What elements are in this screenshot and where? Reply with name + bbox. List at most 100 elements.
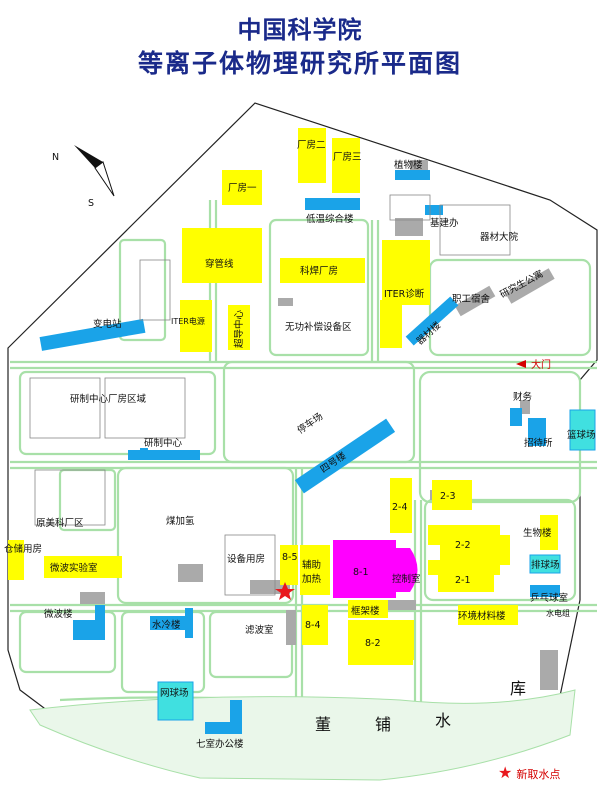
court-paiqiu: [529, 554, 561, 574]
water-point-star: [275, 582, 295, 600]
compass-south-label: S: [88, 198, 94, 209]
compass-needle-south: [94, 161, 115, 197]
bldg-iter-zhenduan-low: [380, 300, 402, 348]
label-8-1: 8-1: [353, 567, 369, 578]
bldg-chuanguan: [182, 228, 262, 283]
bldg-yanzhi-qu-blue: [140, 448, 148, 452]
bldg-kehan: [280, 258, 365, 283]
legend-label: 新取水点: [516, 768, 561, 781]
label-lvbo: 滤波室: [245, 624, 274, 636]
legend: ★ 新取水点: [498, 765, 560, 783]
label-wugong: 无功补偿设备区: [285, 321, 352, 333]
bldg-shuileng-2: [185, 608, 193, 638]
entrance-label: 大门: [531, 358, 551, 371]
bldg-kuangjia: [348, 600, 388, 618]
label-changfang3: 厂房三: [333, 151, 362, 163]
bldg-changfang1: [222, 170, 262, 205]
label-yuanmei: 原美科厂区: [36, 517, 84, 529]
label-yanzhi: 研制中心: [144, 437, 183, 449]
bldg-changfang2: [298, 128, 326, 183]
entrance-arrow: [516, 360, 526, 368]
map-title: 中国科学院 等离子体物理研究所平面图: [0, 14, 600, 82]
bldg-8-5: [280, 545, 298, 585]
label-weibo-shiyan: 微波实验室: [50, 562, 98, 574]
label-biandian: 变电站: [93, 318, 122, 330]
label-weibo-lou: 微波楼: [44, 608, 73, 620]
label-iter-dianyuan: ITER电源: [171, 316, 205, 326]
bldg-8-1: [333, 540, 396, 598]
outline-blocks: [29, 194, 511, 596]
label-shengwu: 生物楼: [523, 527, 552, 539]
label-qicai-dayuan: 器材大院: [480, 231, 519, 243]
label-zhigong: 职工宿舍: [452, 293, 491, 305]
label-fuzhu: 辅助: [302, 559, 321, 571]
bldg-qishi-2: [230, 700, 242, 734]
bldg-iter-zhenduan: [382, 240, 430, 305]
magenta-buildings: [333, 540, 418, 598]
label-2-3: 2-3: [440, 491, 456, 502]
bldg-cangchu: [8, 540, 24, 580]
label-2-1: 2-1: [455, 575, 471, 586]
label-diwen: 低温综合楼: [306, 213, 354, 225]
label-2-2: 2-2: [455, 540, 471, 551]
bldg-zhiwu: [395, 170, 430, 180]
label-qishi: 七室办公楼: [196, 738, 244, 750]
lake-char-1: 董: [315, 715, 331, 734]
label-lanqiu: 篮球场: [567, 429, 596, 441]
label-shuidian: 水电组: [546, 608, 570, 618]
label-changfang1: 厂房一: [228, 182, 257, 194]
label-zhaodai: 招待所: [524, 437, 553, 449]
label-changfang2: 厂房二: [297, 139, 326, 151]
label-iter-zhenduan: ITER诊断: [384, 288, 425, 300]
bldg-pingpang: [530, 585, 560, 597]
bldg-caiwu: [510, 408, 522, 426]
lake-label: 董 铺 水 库: [315, 679, 526, 734]
bldg-biandian: [39, 318, 146, 351]
label-8-5: 8-5: [282, 552, 298, 563]
label-zhiwu: 植物楼: [394, 159, 423, 171]
bldg-8-4: [302, 605, 328, 645]
title-line-1: 中国科学院: [237, 16, 363, 44]
bldg-qishi: [205, 722, 233, 734]
lake-area: [29, 689, 576, 781]
bldg-yanzhi: [128, 450, 200, 460]
compass-needle-north: [74, 145, 103, 168]
court-lanqiu: [569, 409, 596, 451]
label-shuileng: 水冷楼: [152, 619, 181, 631]
label-meijiaqing: 煤加氢: [166, 515, 195, 527]
label-shebei: 设备用房: [227, 553, 265, 565]
gray-structures: [80, 160, 558, 690]
label-chuanguan: 穿管线: [205, 258, 234, 270]
label-pingpang: 乒乓球室: [530, 592, 568, 604]
label-8-2: 8-2: [365, 638, 381, 649]
bldg-2-3: [432, 480, 472, 510]
bldg-changfang3: [332, 138, 360, 193]
bldg-2-2: [428, 525, 510, 575]
bldg-iter-dianyuan: [180, 300, 212, 352]
bldg-kongzhi: [393, 548, 418, 592]
building-labels: 厂房二 厂房三 植物楼 厂房一 低温综合楼 基建办 器材大院 穿管线 科焊厂房 …: [4, 139, 596, 750]
bldg-shuileng: [150, 616, 190, 630]
legend-star-icon: ★: [498, 765, 513, 782]
blue-buildings: [39, 170, 560, 734]
lake-char-2: 铺: [375, 715, 391, 734]
bldg-weibo-shiyan: [44, 556, 122, 578]
bldg-2-1: [438, 566, 494, 592]
bldg-shengwu: [540, 515, 558, 550]
label-paiqiu: 排球场: [531, 559, 560, 571]
compass-north-label: N: [52, 152, 59, 163]
title-line-2: 等离子体物理研究所平面图: [137, 49, 462, 78]
label-jiare: 加热: [302, 573, 322, 585]
label-jijian: 基建办: [430, 217, 459, 229]
bldg-sihao: [294, 418, 396, 494]
label-kuangjia: 框架楼: [351, 605, 380, 617]
bldg-zhaodai: [528, 418, 546, 446]
bldg-jijian: [425, 205, 443, 215]
bldg-weibo-lou: [73, 620, 101, 640]
label-huanjing: 环境材料楼: [458, 610, 506, 622]
label-chaodao: 超导中心: [233, 309, 245, 348]
label-2-4: 2-4: [392, 502, 408, 513]
lake-char-4: 库: [510, 679, 526, 698]
yellow-buildings: [8, 128, 558, 665]
